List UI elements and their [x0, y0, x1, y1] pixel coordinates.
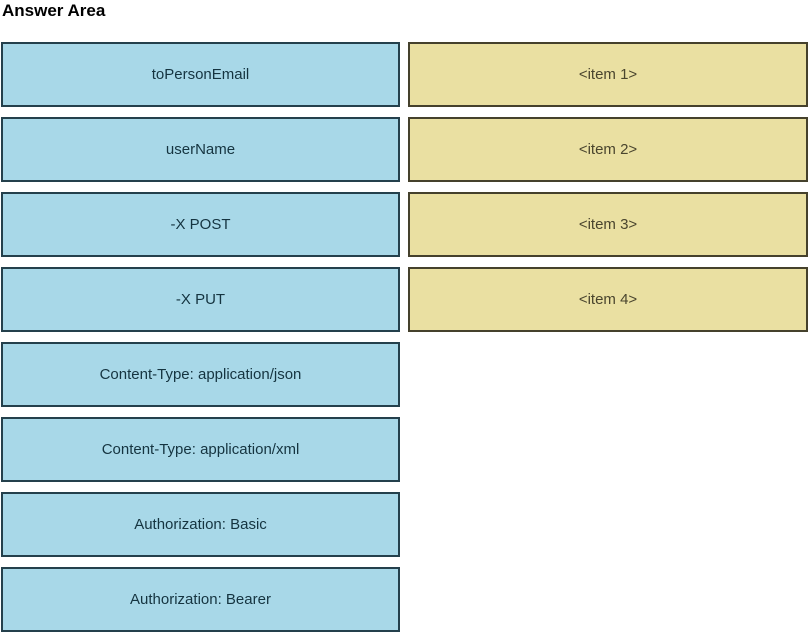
drop-target-item-3[interactable]: <item 3> [408, 192, 808, 257]
token-authorization-basic[interactable]: Authorization: Basic [1, 492, 400, 557]
page-title: Answer Area [2, 1, 106, 20]
token-x-put[interactable]: -X PUT [1, 267, 400, 332]
drop-target-item-2[interactable]: <item 2> [408, 117, 808, 182]
token-column: toPersonEmail userName -X POST -X PUT Co… [1, 42, 400, 634]
token-userName[interactable]: userName [1, 117, 400, 182]
drop-target-item-4[interactable]: <item 4> [408, 267, 808, 332]
token-content-type-json[interactable]: Content-Type: application/json [1, 342, 400, 407]
drop-target-item-1[interactable]: <item 1> [408, 42, 808, 107]
token-authorization-bearer[interactable]: Authorization: Bearer [1, 567, 400, 632]
target-column: <item 1> <item 2> <item 3> <item 4> [408, 42, 808, 342]
token-x-post[interactable]: -X POST [1, 192, 400, 257]
token-toPersonEmail[interactable]: toPersonEmail [1, 42, 400, 107]
token-content-type-xml[interactable]: Content-Type: application/xml [1, 417, 400, 482]
